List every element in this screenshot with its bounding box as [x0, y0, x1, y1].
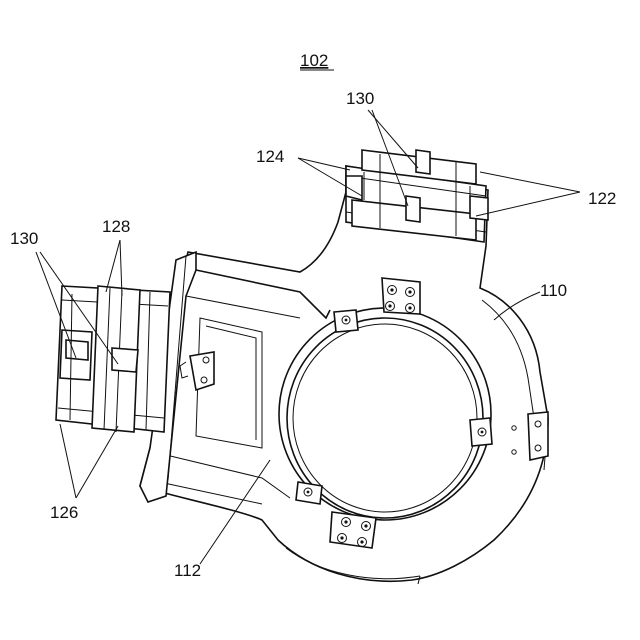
label-110: 110	[540, 281, 567, 300]
ring-clamp-bottom-left	[296, 482, 322, 504]
ring-clamp-bottom	[330, 512, 376, 548]
label-130-left: 130	[10, 229, 38, 248]
top-clamp-assembly	[346, 150, 488, 242]
figure-label: 102	[300, 51, 328, 70]
label-122: 122	[588, 189, 616, 208]
label-112: 112	[174, 561, 201, 580]
label-130-top: 130	[346, 89, 374, 108]
label-124: 124	[256, 147, 284, 166]
left-clamp-assembly	[56, 286, 170, 432]
label-126: 126	[50, 503, 78, 522]
ring-clamp-left	[334, 310, 358, 332]
ring-clamp-right	[470, 418, 492, 446]
label-128: 128	[102, 217, 130, 236]
ring-clamp-top	[382, 278, 420, 314]
